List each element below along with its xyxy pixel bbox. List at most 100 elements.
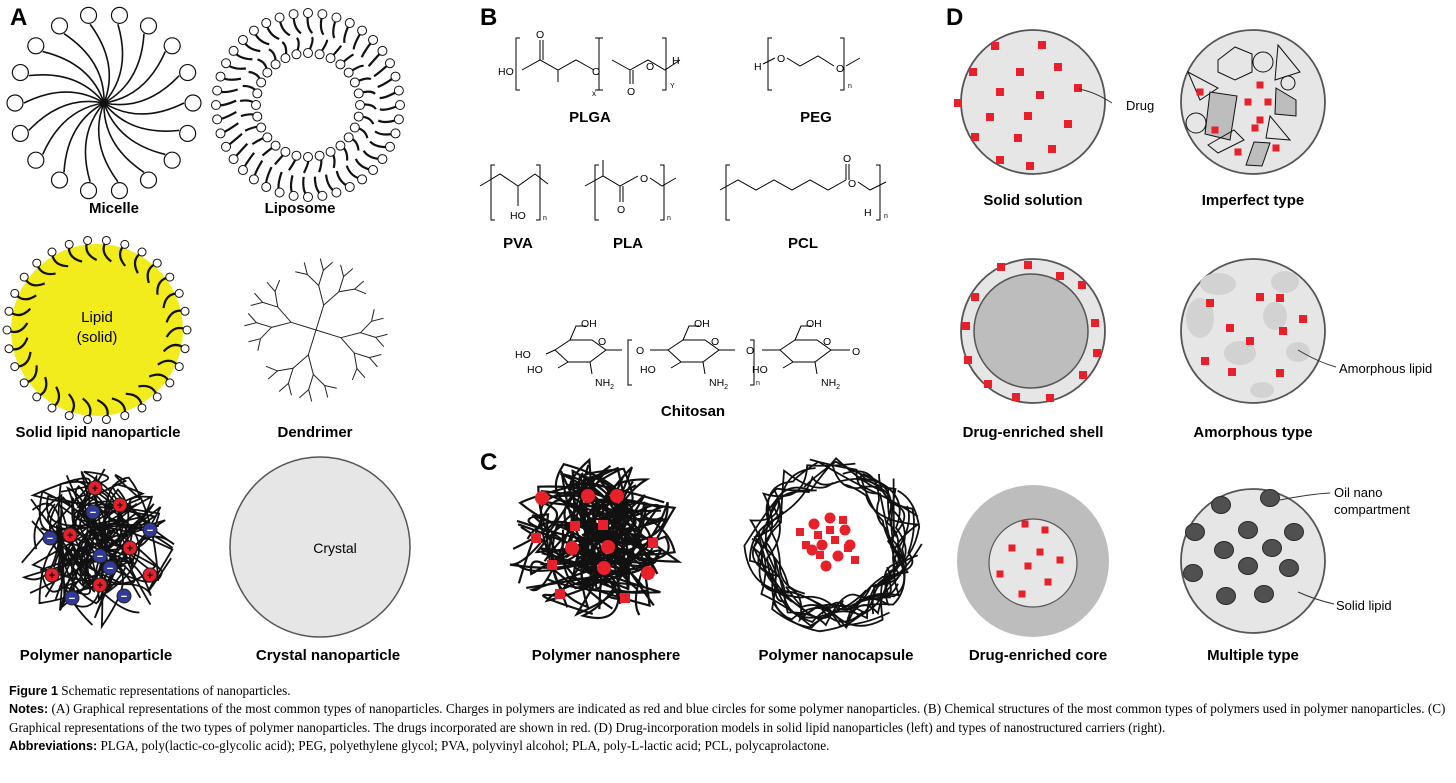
amorphous-label: Amorphous type [1193,424,1312,441]
micelle-label: Micelle [89,200,139,217]
chitosan-ho-3: HO [640,364,656,376]
drug-square [1054,63,1062,71]
drug-square [1008,544,1016,552]
pcl-o2: O [848,178,856,190]
liposome-head [274,12,285,23]
drug-square [570,521,580,531]
micelle-tail [103,33,145,104]
pla-o2: O [617,204,625,216]
drug-square [555,589,565,599]
dendrimer-branch [375,337,385,347]
drug-square [1299,315,1307,323]
positive-charge [44,567,60,583]
liposome-head [384,58,395,69]
micelle-tail [23,91,105,104]
liposome-head [314,150,325,161]
figure-title: Schematic representations of nanoparticl… [61,683,291,698]
oil-droplet [1185,523,1205,541]
plus-sign: + [97,580,103,592]
minus-sign: − [97,551,103,563]
liposome-head [228,154,239,165]
negative-charge [142,522,158,538]
drug-square [648,538,658,548]
oil-droplet [1260,489,1280,507]
chitosan-nh2-2: NH2 [709,377,728,391]
liposome-head [237,165,248,176]
pva-label: PVA [503,235,533,252]
polymer-strand [61,474,142,626]
drug-square [1244,98,1252,106]
drug-square [1246,337,1254,345]
chitosan-o-1: O [598,336,606,348]
chitosan-o-5: O [823,336,831,348]
drug-square [851,556,859,564]
chitosan-n: n [756,380,760,387]
drug-square [971,293,979,301]
liposome-head [303,8,313,18]
nanosphere-drugs [531,489,658,603]
negative-charge [64,590,80,606]
drug-square [1276,369,1284,377]
liposome-head [368,34,379,45]
negative-charge [85,504,101,520]
dendrimer-branch [315,329,341,339]
liposome-head [377,45,388,56]
drug-enriched-shell-diagram [960,258,1106,404]
micelle-head [184,94,202,112]
nanocapsule-drugs [796,512,859,572]
oil-droplet [1211,496,1231,514]
negative-charge [92,548,108,564]
sln-head [165,378,175,388]
dendrimer-branch [369,354,382,359]
chitosan-structure [545,325,850,386]
multiple-label: Multiple type [1207,647,1299,664]
liposome-head [248,174,259,185]
negative-charge [116,588,132,604]
imperfect-type-diagram [1180,29,1326,175]
liposome-head [261,18,272,29]
drug-square [1228,368,1236,376]
drug-dot [808,518,820,530]
nanosphere-strand [517,499,651,608]
crystal-nanoparticle-diagram [229,456,411,638]
micelle-tail [97,102,119,183]
drug-square [996,88,1004,96]
drug-square [1279,327,1287,335]
nanocapsule-strand [778,475,898,538]
amorphous-type-diagram [1180,258,1337,404]
dendrimer-branch [323,261,333,271]
nanocapsule-label: Polymer nanocapsule [758,647,913,664]
micelle-head [50,17,69,35]
dendrimer-branch [247,313,257,323]
drug-square [971,133,979,141]
nanosphere-strand [543,498,665,575]
liposome-head [343,132,354,143]
liposome-diagram [211,8,405,202]
drug-enriched-core-diagram [957,485,1109,637]
drug-square [969,68,977,76]
liposome-head [270,59,281,70]
panel-label-d: D [946,4,963,31]
liposome-head [251,100,261,110]
liposome-head [256,122,267,133]
nanosphere-strand [526,493,657,589]
peg-h: H [754,61,762,73]
drug-square [962,322,970,330]
panel-label-b: B [480,4,497,31]
liposome-head [237,34,248,45]
liposome-head [390,128,401,139]
drug-square [1078,281,1086,289]
dendrimer-branch [338,288,355,293]
plus-sign: + [147,570,153,582]
liposome-head [357,174,368,185]
core-label: Drug-enriched core [969,647,1107,664]
notes-text: (A) Graphical representations of the mos… [9,701,1446,735]
drug-square [1024,261,1032,269]
pcl-structure [719,164,887,221]
liposome-head [228,45,239,56]
plga-y: Y [670,83,675,90]
micelle-head [163,151,181,169]
chitosan-ho-2: HO [527,364,543,376]
liposome-head [393,85,404,96]
pla-n: n [667,215,671,222]
